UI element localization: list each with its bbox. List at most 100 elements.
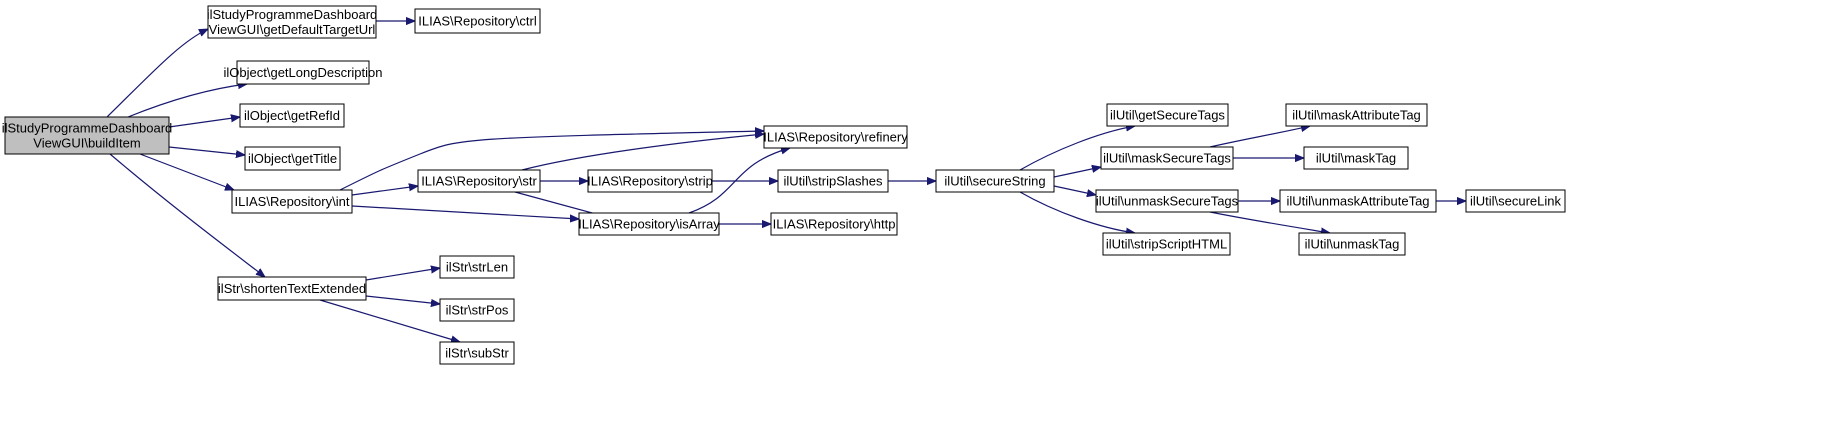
node-label: ilStr\shortenTextExtended — [218, 281, 366, 296]
node-getDefaultTargetUrl[interactable]: ilStudyProgrammeDashboardViewGUI\getDefa… — [207, 5, 378, 39]
node-unmaskSecureTags[interactable]: ilUtil\unmaskSecureTags — [1095, 189, 1239, 213]
edge-root-to-getLongDescription — [127, 84, 247, 118]
node-int[interactable]: ILIAS\Repository\int — [231, 189, 353, 214]
edge-shortenTextExtended-to-strLen — [365, 268, 440, 281]
node-isArray[interactable]: ILIAS\Repository\isArray — [578, 212, 720, 236]
node-box — [439, 298, 515, 322]
node-box — [770, 212, 898, 236]
node-box — [207, 5, 377, 39]
node-label: ilStr\strLen — [446, 260, 508, 275]
node-ctrl[interactable]: ILIAS\Repository\ctrl — [414, 8, 541, 34]
edge-root-to-getRefId — [168, 117, 240, 128]
node-secureLink[interactable]: ilUtil\secureLink — [1465, 189, 1566, 213]
edge-secureString-to-unmaskSecureTags — [1053, 185, 1096, 195]
node-label: ilObject\getTitle — [248, 151, 337, 166]
node-strip[interactable]: ILIAS\Repository\strip — [587, 169, 713, 193]
node-box — [1303, 146, 1409, 170]
node-label: ilUtil\unmaskSecureTags — [1096, 194, 1239, 209]
edge-root-to-int — [139, 153, 234, 190]
edge-str-to-refinery — [521, 134, 764, 171]
node-label: ILIAS\Repository\strip — [587, 174, 713, 189]
edge-int-to-str — [351, 186, 418, 196]
node-http[interactable]: ILIAS\Repository\http — [770, 212, 898, 236]
node-box — [244, 146, 341, 171]
node-label: ilUtil\secureLink — [1470, 194, 1562, 209]
node-subStr[interactable]: ilStr\subStr — [439, 341, 515, 365]
node-box — [439, 255, 515, 279]
node-getLongDescription[interactable]: ilObject\getLongDescription — [224, 60, 383, 85]
node-box — [417, 169, 541, 193]
edge-root-to-getTitle — [168, 146, 245, 155]
node-stripSlashes[interactable]: ilUtil\stripSlashes — [777, 169, 889, 193]
node-box — [935, 169, 1055, 193]
node-label: ilObject\getRefId — [244, 108, 340, 123]
node-getRefId[interactable]: ilObject\getRefId — [239, 103, 345, 128]
node-box — [217, 276, 367, 301]
node-shortenTextExtended[interactable]: ilStr\shortenTextExtended — [217, 276, 367, 301]
node-secureString[interactable]: ilUtil\secureString — [935, 169, 1055, 193]
edges-layer — [106, 21, 1466, 342]
node-box — [4, 116, 170, 155]
node-box — [439, 341, 515, 365]
node-refinery[interactable]: ILIAS\Repository\refinery — [763, 125, 908, 149]
node-box — [1102, 232, 1231, 256]
node-box — [1285, 103, 1428, 127]
edge-shortenTextExtended-to-strPos — [365, 295, 440, 304]
node-box — [587, 169, 713, 193]
node-box — [578, 212, 720, 236]
node-label: ViewGUI\getDefaultTargetUrl — [209, 22, 376, 37]
node-label: ilStudyProgrammeDashboard — [207, 7, 378, 22]
node-box — [236, 60, 370, 85]
node-box — [1465, 189, 1566, 213]
node-box — [763, 125, 908, 149]
node-label: ilUtil\maskSecureTags — [1103, 151, 1231, 166]
node-label: ilUtil\stripScriptHTML — [1106, 237, 1227, 252]
node-label: ILIAS\Repository\str — [421, 174, 537, 189]
node-box — [1095, 189, 1239, 213]
node-stripScriptHTML[interactable]: ilUtil\stripScriptHTML — [1102, 232, 1231, 256]
node-getTitle[interactable]: ilObject\getTitle — [244, 146, 341, 171]
edge-secureString-to-getSecureTags — [1019, 126, 1135, 171]
node-label: ilUtil\stripSlashes — [784, 174, 883, 189]
node-maskTag[interactable]: ilUtil\maskTag — [1303, 146, 1409, 170]
edge-isArray-to-refinery — [688, 148, 790, 214]
node-box — [1100, 146, 1234, 170]
node-label: ILIAS\Repository\ctrl — [418, 14, 537, 29]
node-label: ILIAS\Repository\int — [235, 194, 350, 209]
node-label: ViewGUI\buildItem — [33, 136, 140, 151]
node-label: ILIAS\Repository\isArray — [578, 217, 720, 232]
node-box — [1279, 189, 1437, 213]
edge-root-to-shortenTextExtended — [109, 153, 265, 277]
edge-int-to-isArray — [351, 205, 579, 219]
node-getSecureTags[interactable]: ilUtil\getSecureTags — [1106, 103, 1229, 127]
node-label: ilStr\strPos — [446, 303, 509, 318]
node-unmaskAttributeTag[interactable]: ilUtil\unmaskAttributeTag — [1279, 189, 1437, 213]
node-box — [1298, 232, 1406, 256]
node-label: ilStr\subStr — [445, 346, 509, 361]
edge-secureString-to-maskSecureTags — [1053, 167, 1101, 178]
node-label: ilUtil\getSecureTags — [1110, 108, 1225, 123]
node-str[interactable]: ILIAS\Repository\str — [417, 169, 541, 193]
edge-secureString-to-stripScriptHTML — [1019, 191, 1135, 233]
node-maskAttributeTag[interactable]: ilUtil\maskAttributeTag — [1285, 103, 1428, 127]
node-label: ilUtil\unmaskAttributeTag — [1286, 194, 1429, 209]
node-label: ilObject\getLongDescription — [224, 65, 383, 80]
node-label: ILIAS\Repository\refinery — [763, 130, 908, 145]
edge-maskSecureTags-to-maskAttributeTag — [1209, 126, 1310, 148]
node-label: ilStudyProgrammeDashboard — [2, 121, 173, 136]
node-box — [231, 189, 353, 214]
node-label: ILIAS\Repository\http — [773, 217, 896, 232]
node-label: ilUtil\maskAttributeTag — [1292, 108, 1421, 123]
node-box — [777, 169, 889, 193]
node-box — [239, 103, 345, 128]
node-strPos[interactable]: ilStr\strPos — [439, 298, 515, 322]
node-label: ilUtil\maskTag — [1316, 151, 1396, 166]
node-root[interactable]: ilStudyProgrammeDashboardViewGUI\buildIt… — [2, 116, 173, 155]
node-box — [414, 8, 541, 34]
edge-unmaskSecureTags-to-unmaskTag — [1209, 211, 1330, 233]
node-label: ilUtil\unmaskTag — [1305, 237, 1400, 252]
node-maskSecureTags[interactable]: ilUtil\maskSecureTags — [1100, 146, 1234, 170]
node-unmaskTag[interactable]: ilUtil\unmaskTag — [1298, 232, 1406, 256]
node-strLen[interactable]: ilStr\strLen — [439, 255, 515, 279]
